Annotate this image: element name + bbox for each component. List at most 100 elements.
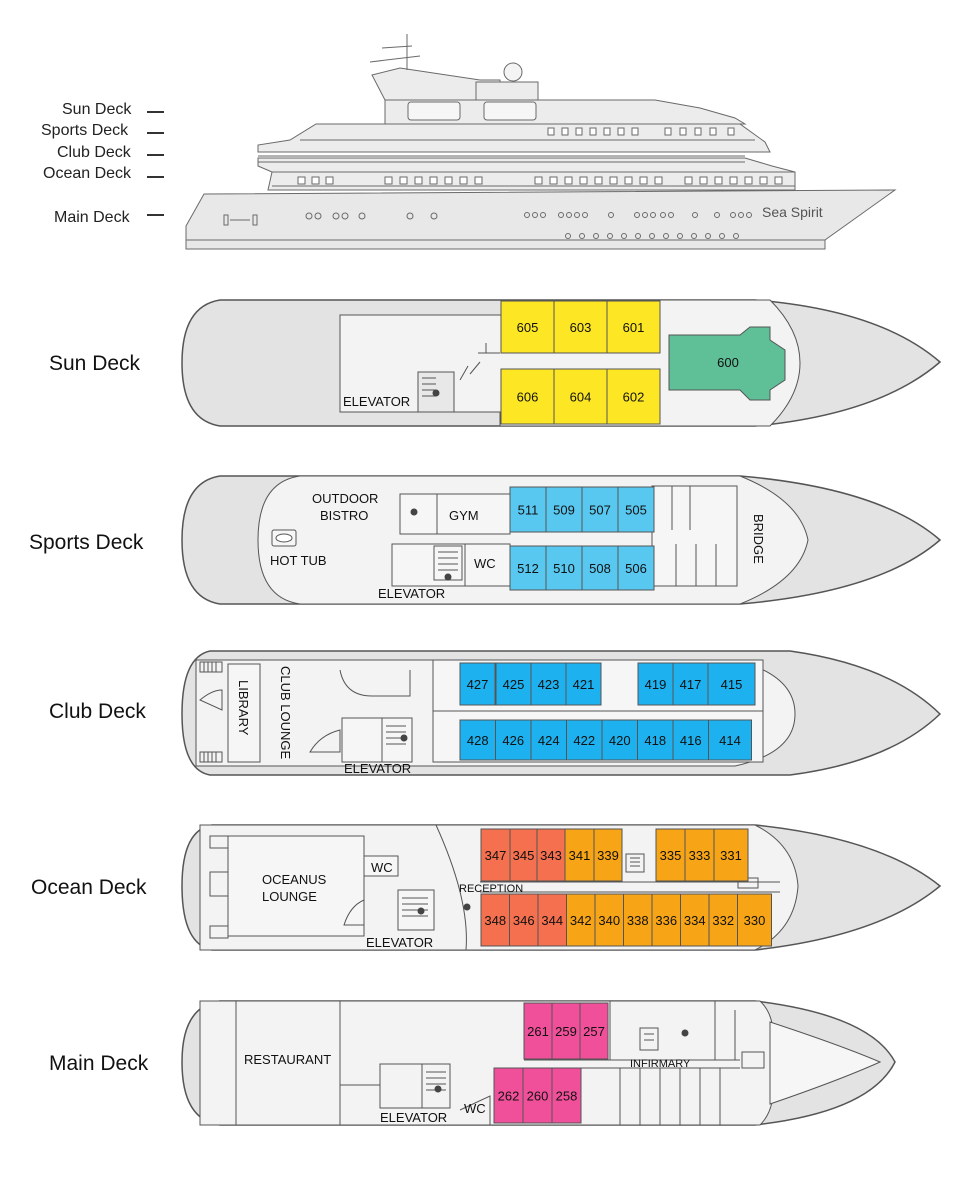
cabin-426[interactable]: 426	[495, 719, 532, 761]
cabin-330-shape[interactable]	[737, 893, 772, 947]
cabin-347[interactable]: 347	[480, 828, 511, 882]
cabin-602-shape[interactable]	[606, 368, 661, 425]
cabin-509[interactable]: 509	[545, 486, 583, 533]
cabin-415[interactable]: 415	[707, 662, 756, 706]
main-restaurant-label: RESTAURANT	[244, 1052, 331, 1067]
cabin-602[interactable]: 602	[606, 368, 661, 425]
cabin-605[interactable]: 605	[500, 300, 555, 354]
cabin-414-shape[interactable]	[708, 719, 752, 761]
cabin-414[interactable]: 414	[708, 719, 752, 761]
cabin-420[interactable]: 420	[601, 719, 638, 761]
cabin-258[interactable]: 258	[551, 1067, 582, 1124]
cabin-426-shape[interactable]	[495, 719, 532, 761]
cabin-418-shape[interactable]	[637, 719, 674, 761]
cabin-424[interactable]: 424	[530, 719, 567, 761]
cabin-416[interactable]: 416	[672, 719, 709, 761]
cabin-261[interactable]: 261	[523, 1002, 553, 1060]
cabin-330[interactable]: 330	[737, 893, 772, 947]
cabin-418[interactable]: 418	[637, 719, 674, 761]
cabin-510[interactable]: 510	[545, 545, 583, 591]
cabin-344-shape[interactable]	[537, 893, 567, 947]
cabin-424-shape[interactable]	[530, 719, 567, 761]
cabin-340[interactable]: 340	[594, 893, 624, 947]
cabin-511[interactable]: 511	[509, 486, 547, 533]
cabin-427-shape[interactable]	[459, 662, 496, 706]
cabin-346-shape[interactable]	[509, 893, 539, 947]
cabin-512-shape[interactable]	[509, 545, 547, 591]
cabin-508[interactable]: 508	[581, 545, 619, 591]
cabin-509-shape[interactable]	[545, 486, 583, 533]
cabin-505[interactable]: 505	[617, 486, 655, 533]
cabin-421[interactable]: 421	[565, 662, 602, 706]
cabin-259[interactable]: 259	[551, 1002, 581, 1060]
cabin-423[interactable]: 423	[530, 662, 567, 706]
cabin-262-shape[interactable]	[493, 1067, 524, 1124]
cabin-260-shape[interactable]	[522, 1067, 553, 1124]
cabin-335[interactable]: 335	[655, 828, 686, 882]
cabin-506-shape[interactable]	[617, 545, 655, 591]
cabin-506[interactable]: 506	[617, 545, 655, 591]
sports-gym-label: GYM	[449, 508, 479, 523]
cabin-425-shape[interactable]	[495, 662, 532, 706]
cabin-334[interactable]: 334	[680, 893, 710, 947]
cabin-419-shape[interactable]	[637, 662, 674, 706]
cabin-341-shape[interactable]	[564, 828, 595, 882]
cabin-348[interactable]: 348	[480, 893, 510, 947]
cabin-345[interactable]: 345	[509, 828, 538, 882]
cabin-604[interactable]: 604	[553, 368, 608, 425]
cabin-428[interactable]: 428	[459, 719, 496, 761]
cabin-601[interactable]: 601	[606, 300, 661, 354]
cabin-331-shape[interactable]	[713, 828, 749, 882]
cabin-339[interactable]: 339	[593, 828, 623, 882]
cabin-601-shape[interactable]	[606, 300, 661, 354]
cabin-336-shape[interactable]	[651, 893, 681, 947]
cabin-603[interactable]: 603	[553, 300, 608, 354]
cabin-262[interactable]: 262	[493, 1067, 524, 1124]
cabin-260[interactable]: 260	[522, 1067, 553, 1124]
cabin-336[interactable]: 336	[651, 893, 681, 947]
cabin-422[interactable]: 422	[566, 719, 603, 761]
cabin-511-label: 511	[518, 503, 539, 518]
cabin-425[interactable]: 425	[495, 662, 532, 706]
cabin-338-shape[interactable]	[623, 893, 653, 947]
cabin-333[interactable]: 333	[684, 828, 715, 882]
cabin-339-shape[interactable]	[593, 828, 623, 882]
cabin-421-shape[interactable]	[565, 662, 602, 706]
cabin-416-shape[interactable]	[672, 719, 709, 761]
cabin-415-shape[interactable]	[707, 662, 756, 706]
cabin-344[interactable]: 344	[537, 893, 567, 947]
cabin-257-shape[interactable]	[579, 1002, 609, 1060]
cabin-606[interactable]: 606	[500, 368, 555, 425]
cabin-505-shape[interactable]	[617, 486, 655, 533]
cabin-600-shape[interactable]	[668, 326, 786, 401]
cabin-335-shape[interactable]	[655, 828, 686, 882]
cabin-258-shape[interactable]	[551, 1067, 582, 1124]
cabin-342[interactable]: 342	[566, 893, 596, 947]
cabin-423-shape[interactable]	[530, 662, 567, 706]
cabin-417-shape[interactable]	[672, 662, 709, 706]
sports-deck-plan: OUTDOOR BISTRO GYM WC HOT TUB ELEVATOR B…	[181, 475, 942, 605]
cabin-332[interactable]: 332	[708, 893, 738, 947]
cabin-512[interactable]: 512	[509, 545, 547, 591]
cabin-342-shape[interactable]	[566, 893, 596, 947]
cabin-600[interactable]: 600	[668, 326, 786, 401]
cabin-419[interactable]: 419	[637, 662, 674, 706]
cabin-428-shape[interactable]	[459, 719, 496, 761]
cabin-346[interactable]: 346	[509, 893, 539, 947]
cabin-331[interactable]: 331	[713, 828, 749, 882]
cabin-512-label: 512	[517, 561, 539, 576]
cabin-338[interactable]: 338	[623, 893, 653, 947]
cabin-341[interactable]: 341	[564, 828, 595, 882]
cabin-603-shape[interactable]	[553, 300, 608, 354]
cabin-345-shape[interactable]	[509, 828, 538, 882]
cabin-417[interactable]: 417	[672, 662, 709, 706]
cabin-420-shape[interactable]	[601, 719, 638, 761]
cabin-507[interactable]: 507	[581, 486, 619, 533]
cabin-257[interactable]: 257	[579, 1002, 609, 1060]
cabin-340-shape[interactable]	[594, 893, 624, 947]
cabin-427[interactable]: 427	[459, 662, 496, 706]
cabin-507-shape[interactable]	[581, 486, 619, 533]
sports-wc-label: WC	[474, 556, 496, 571]
cabin-343[interactable]: 343	[536, 828, 566, 882]
ocean-reception-label: RECEPTION	[459, 883, 523, 895]
